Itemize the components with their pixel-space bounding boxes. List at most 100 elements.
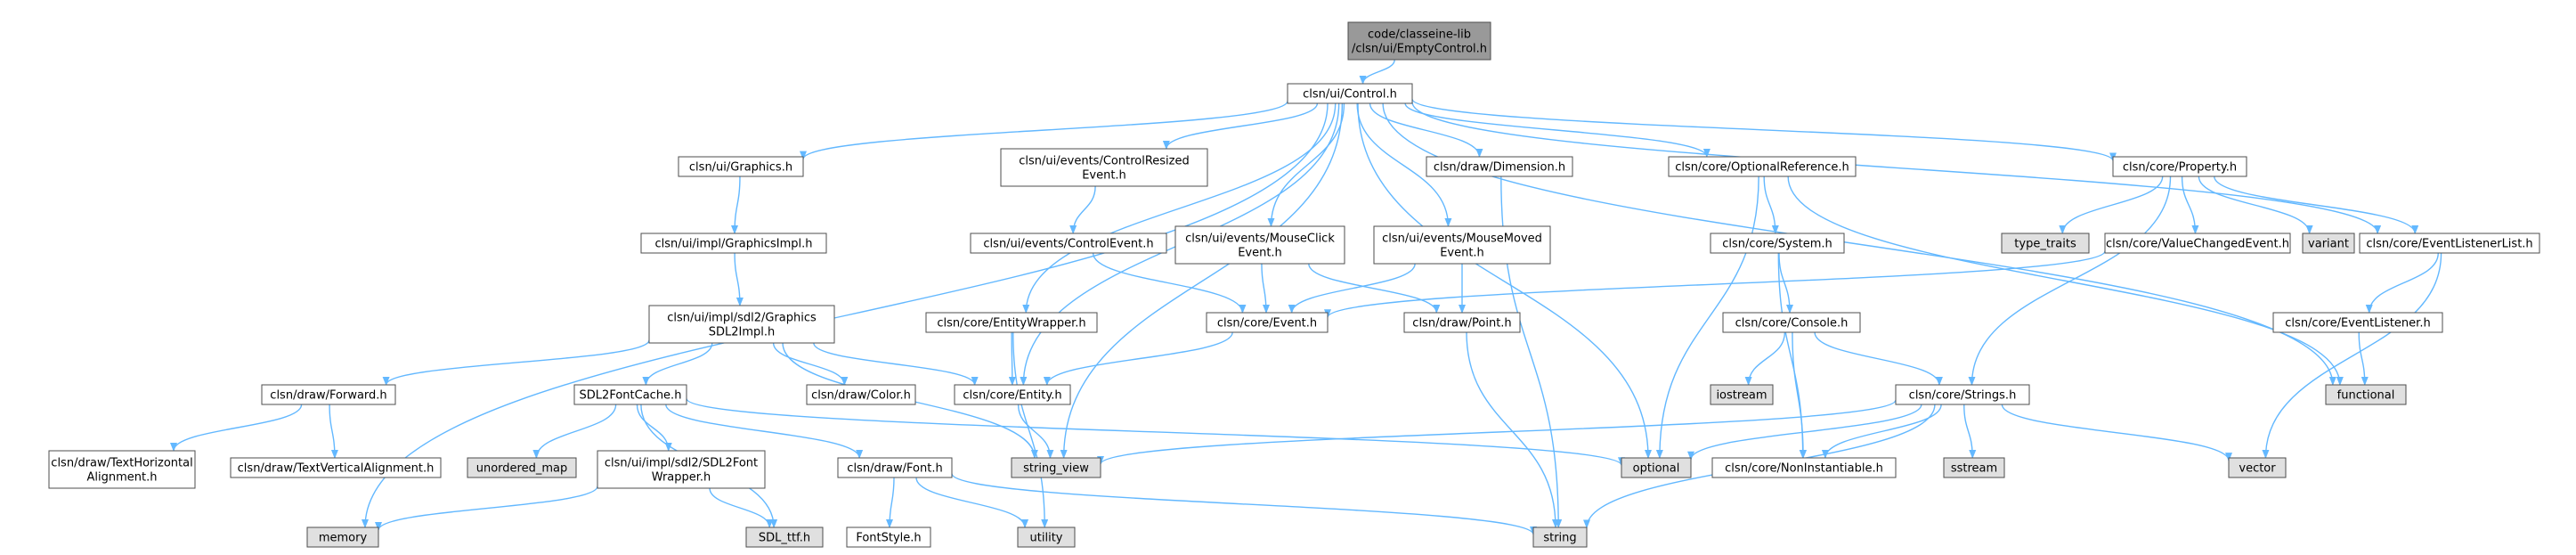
edge-property-to-valuechanged [2181, 175, 2199, 234]
node-label-root: /clsn/ui/EmptyControl.h [1352, 43, 1487, 56]
node-root[interactable]: code/classeine-lib/clsn/ui/EmptyControl.… [1347, 21, 1491, 61]
node-optional: optional [1621, 457, 1692, 478]
edge-property-to-typetraits [2059, 175, 2164, 234]
node-box-entitywrapper [925, 312, 1098, 333]
node-console[interactable]: clsn/core/Console.h [1722, 312, 1861, 333]
node-box-vector [2228, 457, 2287, 478]
edge-control-to-controlresized [1162, 102, 1319, 150]
node-box-sdl2impl [648, 305, 835, 344]
node-textvert[interactable]: clsn/draw/TextVerticalAlignment.h [230, 457, 442, 478]
node-box-typetraits [2001, 233, 2090, 254]
node-label-event: clsn/core/Event.h [1217, 317, 1317, 331]
node-controlevent[interactable]: clsn/ui/events/ControlEvent.h [970, 233, 1167, 254]
node-box-dimension [1426, 156, 1573, 177]
node-label-point: clsn/draw/Point.h [1412, 317, 1511, 331]
node-sdlttf: SDL_ttf.h [745, 526, 824, 548]
edge-control-to-dimension [1369, 102, 1483, 158]
node-strings[interactable]: clsn/core/Strings.h [1895, 384, 2030, 405]
node-label-system: clsn/core/System.h [1722, 238, 1832, 251]
edge-point-to-string [1466, 331, 1559, 528]
edge-console-to-iostream [1744, 331, 1786, 386]
node-box-fontcache [573, 384, 687, 405]
node-label-controlresized: Event.h [1082, 169, 1126, 183]
edge-entitywrapper-to-utility [1012, 331, 1049, 528]
node-entitywrapper[interactable]: clsn/core/EntityWrapper.h [925, 312, 1098, 333]
node-graphicsimpl[interactable]: clsn/ui/impl/GraphicsImpl.h [640, 233, 827, 254]
edge-control-to-stringview [1060, 102, 1344, 459]
node-label-typetraits: type_traits [2014, 238, 2076, 251]
node-label-fontcache: SDL2FontCache.h [580, 389, 682, 403]
node-box-forward [261, 384, 396, 405]
node-property[interactable]: clsn/core/Property.h [2112, 156, 2247, 177]
edge-font-to-fontstyle [885, 477, 895, 528]
node-dimension[interactable]: clsn/draw/Dimension.h [1426, 156, 1573, 177]
node-fontcache[interactable]: SDL2FontCache.h [573, 384, 687, 405]
node-label-font: clsn/draw/Font.h [847, 462, 942, 476]
node-typetraits: type_traits [2001, 233, 2090, 254]
node-label-sdlttf: SDL_ttf.h [759, 532, 810, 545]
node-label-control: clsn/ui/Control.h [1303, 88, 1397, 102]
edge-control-to-mousemoved [1356, 102, 1452, 227]
node-box-optional [1621, 457, 1692, 478]
node-control[interactable]: clsn/ui/Control.h [1287, 83, 1413, 104]
edge-forward-to-texthoriz [170, 404, 303, 452]
node-utility: utility [1017, 526, 1076, 548]
node-box-console [1722, 312, 1861, 333]
edge-strings-to-optional [1687, 404, 1922, 461]
node-label-entity: clsn/core/Entity.h [963, 389, 1061, 403]
node-forward[interactable]: clsn/draw/Forward.h [261, 384, 396, 405]
edge-optionalref-to-system [1763, 175, 1779, 234]
edge-optionalref-to-functional [1787, 175, 2344, 386]
node-box-event [1206, 312, 1329, 333]
node-valuechanged[interactable]: clsn/core/ValueChangedEvent.h [2104, 233, 2291, 254]
node-color[interactable]: clsn/draw/Color.h [806, 384, 916, 405]
edge-graphicsimpl-to-sdl2impl [734, 252, 744, 306]
node-box-color [806, 384, 916, 405]
edge-valuechanged-to-event [1324, 250, 2106, 319]
node-label-sstream: sstream [1951, 462, 1997, 476]
node-entity[interactable]: clsn/core/Entity.h [954, 384, 1071, 405]
edge-fontwrapper-to-sdlttf [709, 487, 774, 528]
node-box-texthoriz [48, 450, 196, 489]
node-box-mouseclick [1174, 225, 1345, 265]
node-vector: vector [2228, 457, 2287, 478]
node-eventlistenerlist[interactable]: clsn/core/EventListenerList.h [2359, 233, 2540, 254]
node-point[interactable]: clsn/draw/Point.h [1403, 312, 1521, 333]
node-fontstyle[interactable]: FontStyle.h [846, 526, 931, 548]
node-font[interactable]: clsn/draw/Font.h [837, 457, 953, 478]
node-label-unorderedmap: unordered_map [476, 462, 568, 476]
edge-strings-to-noninst [1821, 404, 1942, 459]
node-optionalref[interactable]: clsn/core/OptionalReference.h [1668, 156, 1857, 177]
node-label-optional: optional [1633, 462, 1680, 476]
edge-console-to-noninst [1792, 331, 1808, 459]
node-label-sdl2impl: SDL2Impl.h [709, 326, 776, 339]
node-label-controlevent: clsn/ui/events/ControlEvent.h [983, 238, 1153, 251]
node-label-valuechanged: clsn/core/ValueChangedEvent.h [2106, 238, 2289, 251]
node-functional: functional [2325, 384, 2407, 405]
node-label-utility: utility [1030, 532, 1063, 545]
edge-mouseclick-to-point [1308, 263, 1441, 314]
node-noninst[interactable]: clsn/core/NonInstantiable.h [1711, 457, 1897, 478]
edge-property-to-eventlistenerlist [2214, 175, 2419, 234]
node-box-mousemoved [1373, 225, 1551, 265]
edge-property-to-variant [2198, 175, 2313, 234]
node-box-eventlistener [2272, 312, 2443, 333]
edge-control-to-optional [1357, 102, 1652, 459]
edge-eventlistener-to-functional [2358, 331, 2369, 386]
node-eventlistener[interactable]: clsn/core/EventListener.h [2272, 312, 2443, 333]
node-unorderedmap: unordered_map [467, 457, 577, 478]
node-event[interactable]: clsn/core/Event.h [1206, 312, 1329, 333]
node-label-strings: clsn/core/Strings.h [1909, 389, 2017, 403]
edge-controlevent-to-event [1092, 252, 1247, 314]
edge-control-to-mouseclick [1267, 102, 1345, 227]
node-system[interactable]: clsn/core/System.h [1710, 233, 1845, 254]
node-box-textvert [230, 457, 442, 478]
node-box-graphicsimpl [640, 233, 827, 254]
node-graphics[interactable]: clsn/ui/Graphics.h [678, 156, 804, 177]
